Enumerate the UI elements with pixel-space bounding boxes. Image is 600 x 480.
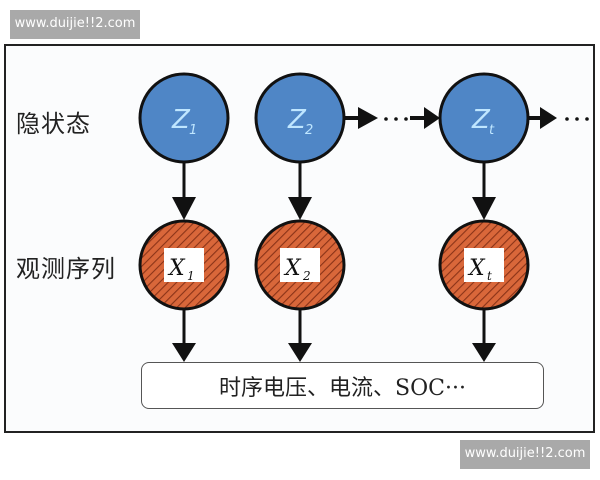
svg-text:2: 2 (302, 269, 311, 283)
svg-text:X: X (167, 256, 186, 281)
svg-text:Z: Z (287, 105, 307, 135)
svg-text:1: 1 (189, 123, 197, 138)
svg-text:t: t (489, 123, 495, 138)
svg-text:X: X (467, 256, 486, 281)
watermark-top: www.duijie!!2.com (10, 10, 140, 39)
output-arrows (172, 309, 496, 362)
svg-text:1: 1 (187, 269, 195, 283)
svg-text:X: X (283, 256, 302, 281)
svg-text:Z: Z (171, 105, 191, 135)
svg-text:t: t (487, 269, 492, 283)
emission-arrows (172, 163, 496, 220)
hidden-state-node-1: Z 1 (138, 72, 230, 164)
observation-node-t: X t (438, 219, 530, 311)
observation-node-2: X 2 (254, 219, 346, 311)
svg-text:2: 2 (305, 123, 313, 138)
observation-row-label: 观测序列 (16, 255, 116, 283)
hidden-state-row-label: 隐状态 (16, 110, 91, 138)
hidden-state-node-t: Z t (438, 72, 530, 164)
transition-arrows (345, 107, 589, 129)
hidden-state-node-2: Z 2 (254, 72, 346, 164)
output-measurements-box: 时序电压、电流、SOC··· (141, 362, 544, 409)
watermark-bottom: www.duijie!!2.com (460, 440, 590, 469)
observation-node-1: X 1 (138, 219, 230, 311)
svg-text:Z: Z (471, 105, 491, 135)
